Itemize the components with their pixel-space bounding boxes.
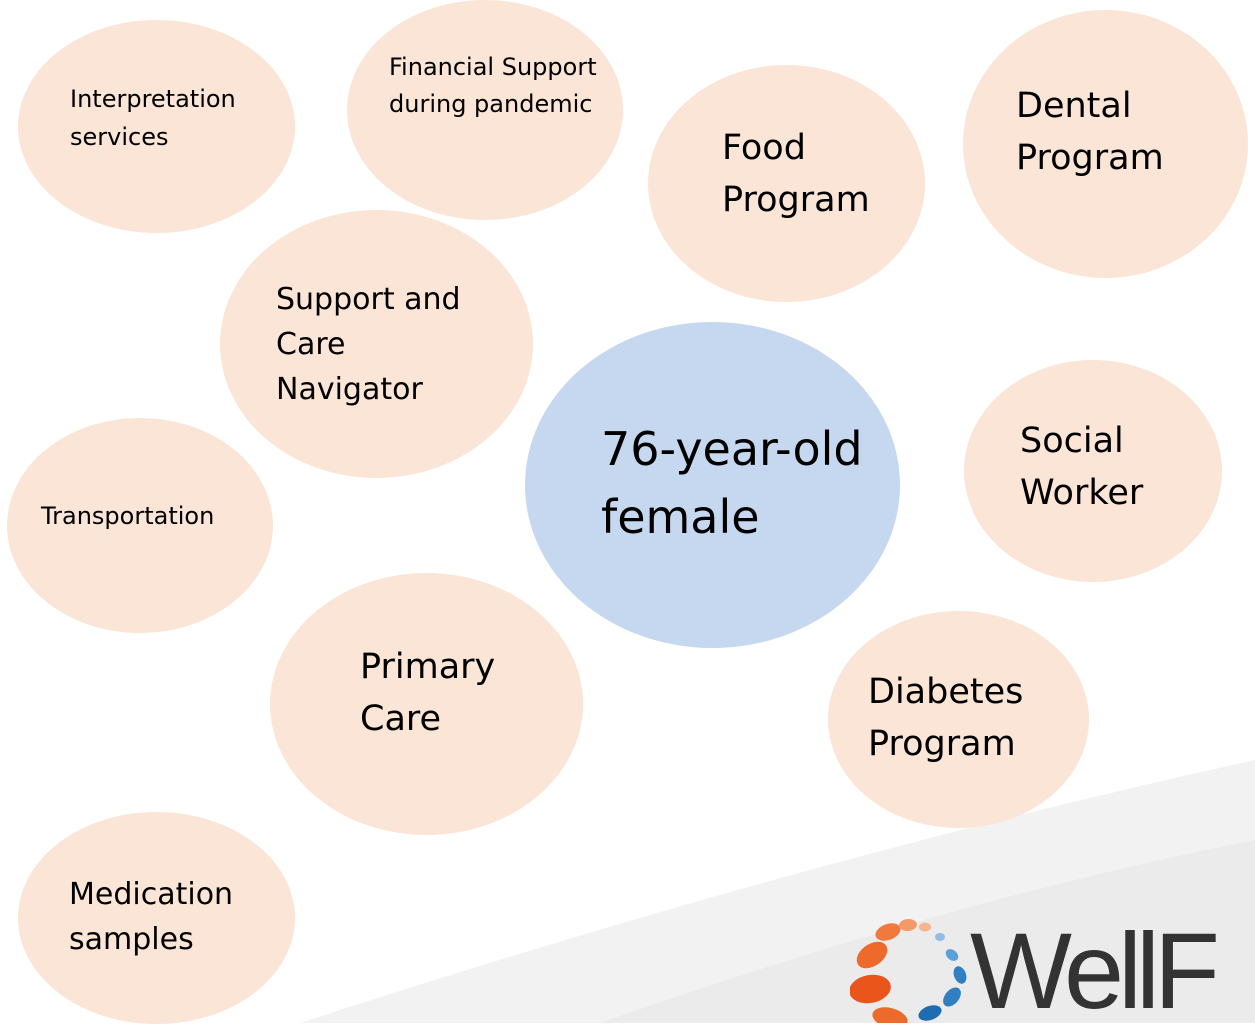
service-label-dental: Dental Program (1016, 86, 1164, 178)
logo-text: WellF (970, 915, 1220, 1024)
service-bubble-primary: Primary Care (270, 573, 583, 835)
service-label-financial: Financial Support during pandemic (389, 53, 597, 118)
service-bubble-medication: Medication samples (18, 812, 295, 1024)
center-bubble: 76-year-old female (525, 322, 900, 648)
service-bubble-food: Food Program (648, 65, 925, 302)
service-label-navigator: Support and Care Navigator (276, 282, 461, 407)
service-bubble-interpretation: Interpretation services (18, 20, 295, 233)
service-label-interpretation: Interpretation services (70, 85, 236, 151)
service-bubble-financial: Financial Support during pandemic (347, 0, 623, 220)
wellfund-logo: WellF (850, 915, 1255, 1023)
service-bubble-dental: Dental Program (963, 10, 1248, 278)
service-bubble-transportation: Transportation (7, 418, 273, 633)
logo-dots-icon (850, 918, 967, 1023)
service-bubble-diabetes: Diabetes Program (828, 611, 1089, 828)
service-label-social: Social Worker (1020, 421, 1144, 513)
service-label-primary: Primary Care (360, 647, 496, 739)
service-label-food: Food Program (722, 128, 870, 220)
service-bubble-social: Social Worker (964, 360, 1222, 582)
service-label-medication: Medication samples (69, 877, 234, 957)
service-label-transportation: Transportation (41, 502, 215, 530)
service-label-diabetes: Diabetes Program (868, 672, 1024, 764)
center-label: 76-year-old female (601, 422, 863, 544)
service-bubble-navigator: Support and Care Navigator (220, 210, 533, 478)
